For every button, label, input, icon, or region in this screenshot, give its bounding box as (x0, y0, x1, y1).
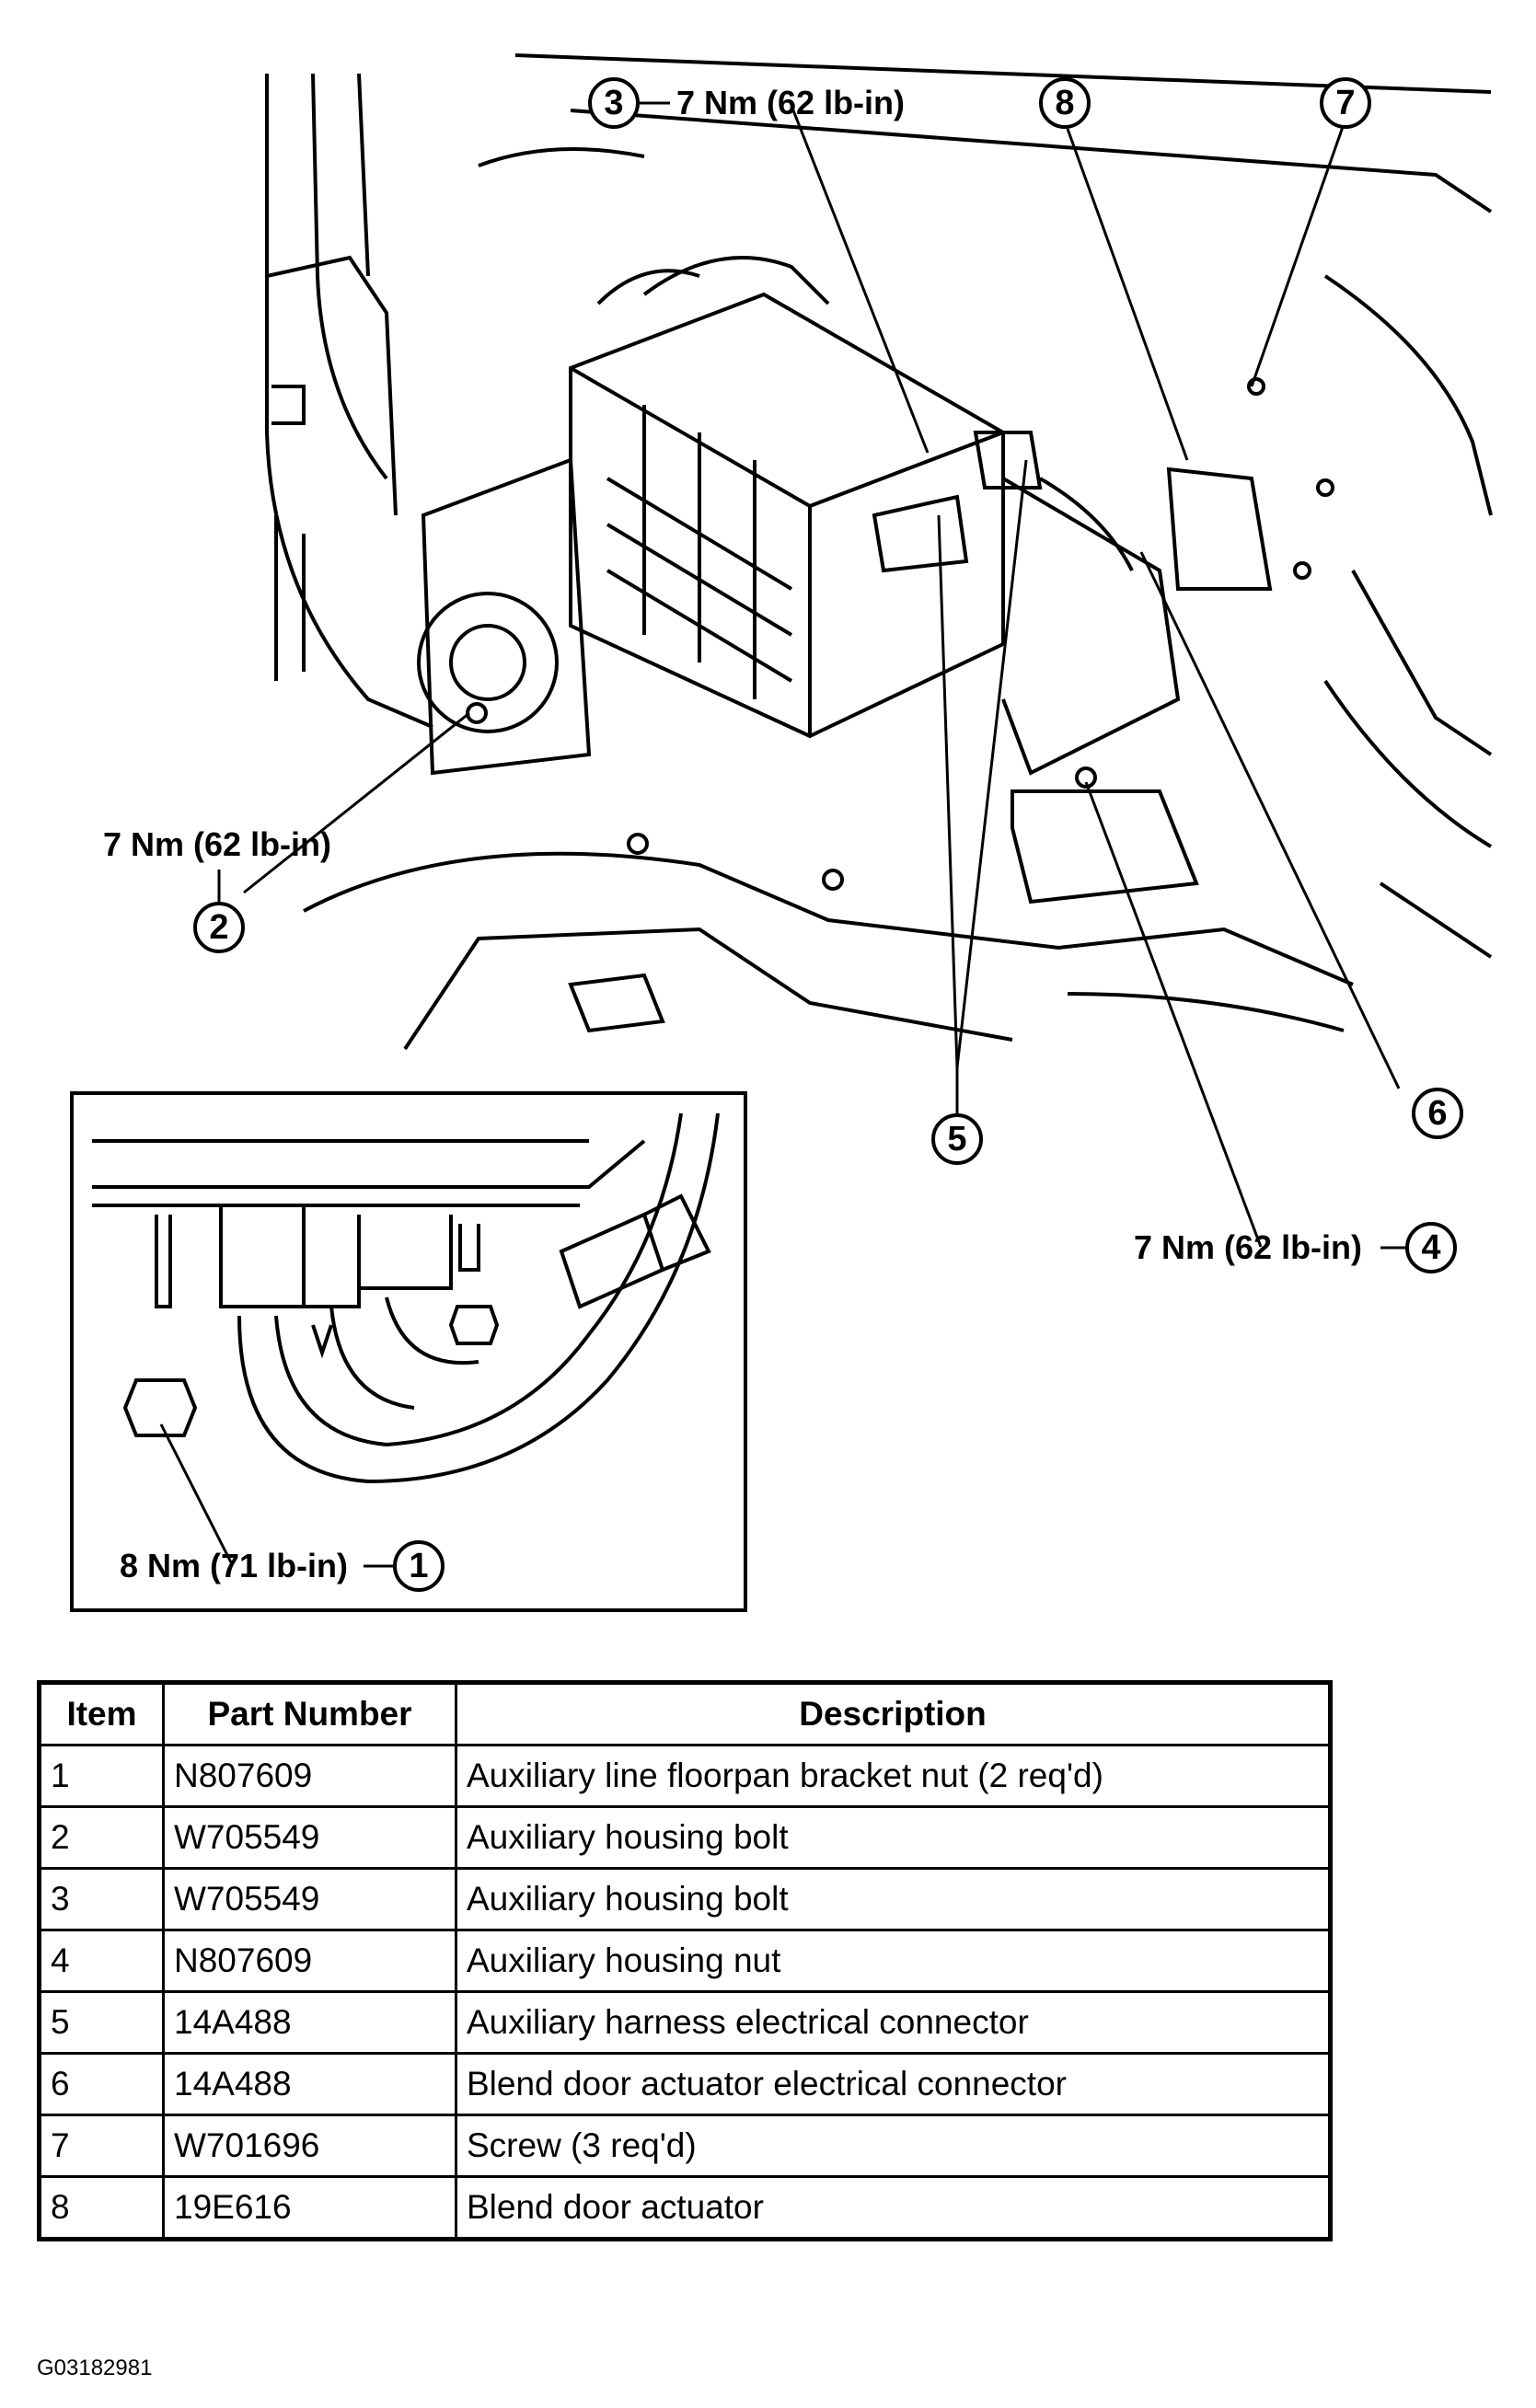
callout-8: 8 (1039, 77, 1091, 129)
cell-part-number: 14A488 (162, 2052, 457, 2116)
table-header-row: Item Part Number Description (38, 1681, 1332, 1746)
exploded-view-diagram: 3 7 Nm (62 lb-in) 8 7 7 Nm (62 lb-in) 2 … (70, 53, 1493, 1612)
cell-description: Screw (3 req'd) (455, 2114, 1332, 2178)
table-row: 7 W701696 Screw (3 req'd) (38, 2114, 1332, 2178)
callout-number-5: 5 (947, 1120, 966, 1158)
cell-item: 3 (38, 1867, 165, 1931)
cell-part-number: N807609 (162, 1929, 457, 1993)
cell-part-number: W705549 (162, 1805, 457, 1870)
cell-part-number: W705549 (162, 1867, 457, 1931)
cell-description: Auxiliary housing bolt (455, 1805, 1332, 1870)
callout-5: 5 (931, 1113, 983, 1165)
cell-description: Auxiliary harness electrical connector (455, 1990, 1332, 2055)
callout-number-7: 7 (1335, 84, 1355, 122)
cell-item: 4 (38, 1929, 165, 1993)
callout-3: 3 7 Nm (62 lb-in) (588, 77, 905, 129)
callout-6: 6 (1412, 1088, 1463, 1139)
callout-torque-3: 7 Nm (62 lb-in) (676, 84, 905, 121)
cell-description: Blend door actuator electrical connector (455, 2052, 1332, 2116)
cell-description: Auxiliary housing bolt (455, 1867, 1332, 1931)
callout-number-6: 6 (1427, 1094, 1447, 1133)
header-item: Item (38, 1681, 165, 1746)
cell-item: 5 (38, 1990, 165, 2055)
cell-item: 6 (38, 2052, 165, 2116)
cell-part-number: 19E616 (162, 2175, 457, 2241)
leader-lines (243, 109, 1401, 1248)
header-description: Description (455, 1681, 1332, 1746)
callout-number-4: 4 (1421, 1228, 1440, 1267)
callout-torque-1: 8 Nm (71 lb-in) (120, 1547, 348, 1584)
callout-number-2: 2 (209, 908, 228, 947)
callout-4: 7 Nm (62 lb-in) 4 (1134, 1222, 1457, 1273)
table-row: 6 14A488 Blend door actuator electrical … (38, 2052, 1332, 2116)
callout-torque-4: 7 Nm (62 lb-in) (1134, 1228, 1362, 1266)
cell-item: 7 (38, 2114, 165, 2178)
callout-2: 7 Nm (62 lb-in) 2 (103, 825, 331, 953)
vehicle-structure-lines (265, 53, 1493, 1051)
inset-detail: 8 Nm (71 lb-in) 1 (70, 1091, 747, 1612)
table-row: 3 W705549 Auxiliary housing bolt (38, 1867, 1332, 1931)
callout-number-8: 8 (1055, 84, 1074, 122)
cell-item: 8 (38, 2175, 165, 2241)
table-row: 4 N807609 Auxiliary housing nut (38, 1929, 1332, 1993)
callout-torque-2: 7 Nm (62 lb-in) (103, 825, 331, 863)
callout-7: 7 (1320, 77, 1371, 129)
figure-id: G03182981 (37, 2356, 153, 2380)
cell-description: Auxiliary line floorpan bracket nut (2 r… (455, 1744, 1332, 1808)
cell-item: 1 (38, 1744, 165, 1808)
table-row: 5 14A488 Auxiliary harness electrical co… (38, 1990, 1332, 2055)
table-row: 1 N807609 Auxiliary line floorpan bracke… (38, 1744, 1332, 1808)
table-row: 8 19E616 Blend door actuator (38, 2175, 1332, 2241)
parts-table: Item Part Number Description 1 N807609 A… (37, 1680, 1333, 2241)
cell-part-number: W701696 (162, 2114, 457, 2178)
cell-description: Blend door actuator (455, 2175, 1332, 2241)
cell-item: 2 (38, 1805, 165, 1870)
header-part-number: Part Number (162, 1681, 457, 1746)
cell-part-number: N807609 (162, 1744, 457, 1808)
cell-description: Auxiliary housing nut (455, 1929, 1332, 1993)
callout-number-1: 1 (409, 1547, 428, 1585)
table-row: 2 W705549 Auxiliary housing bolt (38, 1805, 1332, 1870)
auxiliary-housing-illustration (417, 256, 1334, 904)
callout-number-3: 3 (604, 84, 623, 122)
cell-part-number: 14A488 (162, 1990, 457, 2055)
